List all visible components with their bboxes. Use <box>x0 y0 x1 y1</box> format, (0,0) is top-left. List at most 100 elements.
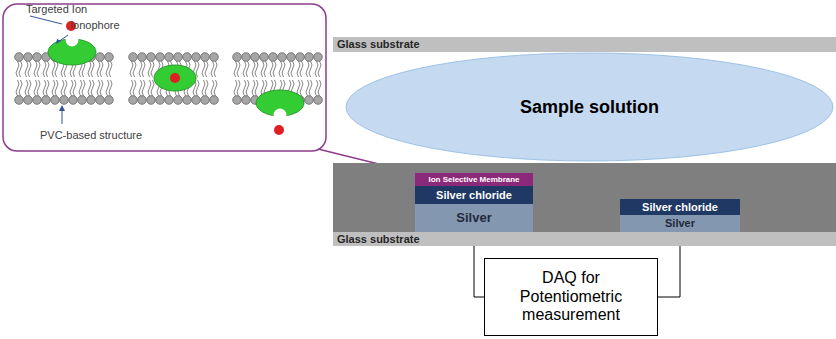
lipid-tail <box>34 80 37 96</box>
lipid-head <box>269 53 278 62</box>
lipid-head <box>60 96 69 105</box>
lipid-head <box>192 96 201 105</box>
callout-label: PVC-based structure <box>40 129 142 141</box>
lipid-head <box>147 53 156 62</box>
lipid-head <box>251 53 260 62</box>
substrate-band: Glass substrate <box>333 37 836 52</box>
lipid-tail <box>82 80 85 96</box>
lipid-head <box>69 96 78 105</box>
lipid-tail <box>211 61 214 77</box>
lipid-head <box>42 96 51 105</box>
arrow-head <box>56 39 61 44</box>
lipid-tail <box>19 61 22 77</box>
lipid-tail <box>64 80 67 96</box>
lipid-head <box>165 53 174 62</box>
callout-label: Ionophore <box>70 19 120 31</box>
lipid-tail <box>315 80 318 96</box>
lipid-tail <box>205 61 208 77</box>
lipid-tail <box>55 61 58 77</box>
lipid-tail <box>43 61 46 77</box>
leader-line <box>30 16 62 24</box>
lipid-head <box>210 96 219 105</box>
lipid-tail <box>246 80 249 96</box>
lipid-head <box>156 96 165 105</box>
lipid-tail <box>88 61 91 77</box>
lipid-head <box>129 96 138 105</box>
lipid-head <box>33 53 42 62</box>
lipid-tail <box>297 61 300 77</box>
lipid-head <box>242 53 251 62</box>
lipid-tail <box>88 80 91 96</box>
lipid-tail <box>214 61 217 77</box>
lipid-tail <box>106 80 109 96</box>
lipid-tail <box>309 80 312 96</box>
lipid-tail <box>234 80 237 96</box>
lipid-tail <box>130 61 133 77</box>
lipid-tail <box>196 80 199 96</box>
lipid-tail <box>100 61 103 77</box>
lipid-tail <box>252 61 255 77</box>
lipid-head <box>260 53 269 62</box>
lipid-head <box>15 96 24 105</box>
lipid-head <box>156 53 165 62</box>
lipid-tail <box>306 61 309 77</box>
lipid-tail <box>25 80 28 96</box>
lipid-head <box>96 53 105 62</box>
lipid-tail <box>70 80 73 96</box>
lipid-tail <box>73 80 76 96</box>
lipid-tail <box>91 61 94 77</box>
lipid-head <box>138 96 147 105</box>
lipid-tail <box>306 80 309 96</box>
lipid-head <box>24 53 33 62</box>
lipid-tail <box>52 80 55 96</box>
lipid-tail <box>139 61 142 77</box>
lipid-tail <box>43 80 46 96</box>
lipid-tail <box>97 80 100 96</box>
lipid-tail <box>16 80 19 96</box>
electrode-layer: Silver <box>620 215 740 232</box>
node-text: Glass substrate <box>337 233 420 246</box>
lipid-tail <box>237 80 240 96</box>
lipid-tail <box>19 80 22 96</box>
lipid-tail <box>46 80 49 96</box>
lipid-tail <box>61 80 64 96</box>
lipid-tail <box>100 80 103 96</box>
lipid-tail <box>79 80 82 96</box>
lipid-tail <box>202 80 205 96</box>
lipid-tail <box>148 80 151 96</box>
lipid-tail <box>202 61 205 77</box>
membrane-layer: Ion Selective Membrane <box>415 173 533 186</box>
node-text: DAQ for Potentiometric measurement <box>493 269 649 324</box>
lipid-head <box>147 96 156 105</box>
lipid-tail <box>37 80 40 96</box>
lipid-tail <box>130 80 133 96</box>
lipid-tail <box>237 61 240 77</box>
lipid-tail <box>151 61 154 77</box>
lipid-tail <box>37 61 40 77</box>
lipid-head <box>33 96 42 105</box>
node-text: Ion Selective Membrane <box>428 175 519 184</box>
node-text: Sample solution <box>520 97 659 118</box>
lipid-head <box>287 53 296 62</box>
lipid-tail <box>270 61 273 77</box>
lipid-tail <box>28 61 31 77</box>
lipid-tail <box>46 61 49 77</box>
lipid-tail <box>300 61 303 77</box>
solution-ellipse <box>346 53 833 161</box>
ionophore-notch <box>274 109 287 122</box>
lipid-head <box>233 96 242 105</box>
lipid-tail <box>109 80 112 96</box>
inset-frame <box>3 4 326 151</box>
lipid-head <box>305 53 314 62</box>
lipid-head <box>138 53 147 62</box>
lipid-tail <box>211 80 214 96</box>
lipid-tail <box>16 61 19 77</box>
lipid-head <box>15 53 24 62</box>
lipid-tail <box>139 80 142 96</box>
lipid-tail <box>318 61 321 77</box>
lipid-tail <box>142 80 145 96</box>
chip-body <box>333 163 836 232</box>
node-text: Silver <box>665 217 695 230</box>
lipid-tail <box>264 61 267 77</box>
node-text: Glass substrate <box>337 38 420 51</box>
